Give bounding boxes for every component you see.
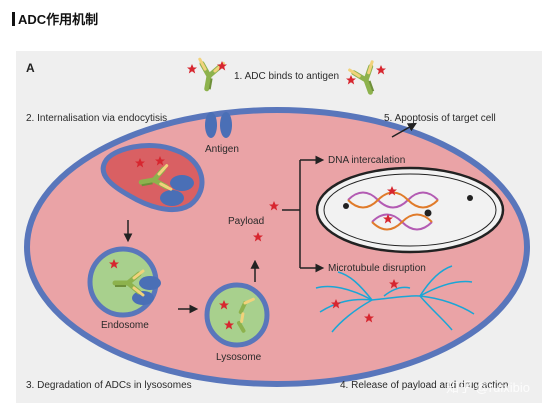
payload-label: Payload: [228, 216, 264, 227]
step-3-label: 3. Degradation of ADCs in lysosomes: [26, 380, 192, 391]
step-5-label: 5. Apoptosis of target cell: [384, 113, 496, 124]
page-heading: ADC作用机制: [12, 9, 98, 28]
nucleus: [315, 166, 505, 254]
payload-branch-arrows: [282, 155, 325, 273]
panel-letter: A: [26, 61, 35, 75]
heading-text: ADC作用机制: [18, 12, 99, 27]
adc-fragment-2: [237, 312, 246, 333]
step-2-label: 2. Internalisation via endocytisis: [26, 113, 167, 124]
heading-bar: [12, 11, 15, 26]
endocytosis-pit: [100, 143, 205, 213]
endosome: [87, 246, 161, 318]
endosome-label: Endosome: [101, 320, 149, 331]
antigen-receptor: [205, 112, 232, 138]
arrow-apoptosis: [391, 122, 417, 138]
lysosome-label: Lysosome: [216, 352, 262, 363]
lysosome: [204, 282, 270, 348]
antigen-label: Antigen: [205, 144, 239, 155]
microtubule-disruption-label: Microtubule disruption: [328, 263, 426, 274]
adc-fragment-1: [238, 297, 255, 315]
step-1-label: 1. ADC binds to antigen: [234, 71, 339, 82]
microtubules: [315, 265, 475, 333]
watermark: 知乎 @ruixibio: [446, 380, 530, 395]
dna-intercalation-label: DNA intercalation: [328, 155, 405, 166]
step-4-label: 4. Release of payload and drug action: [340, 380, 508, 391]
